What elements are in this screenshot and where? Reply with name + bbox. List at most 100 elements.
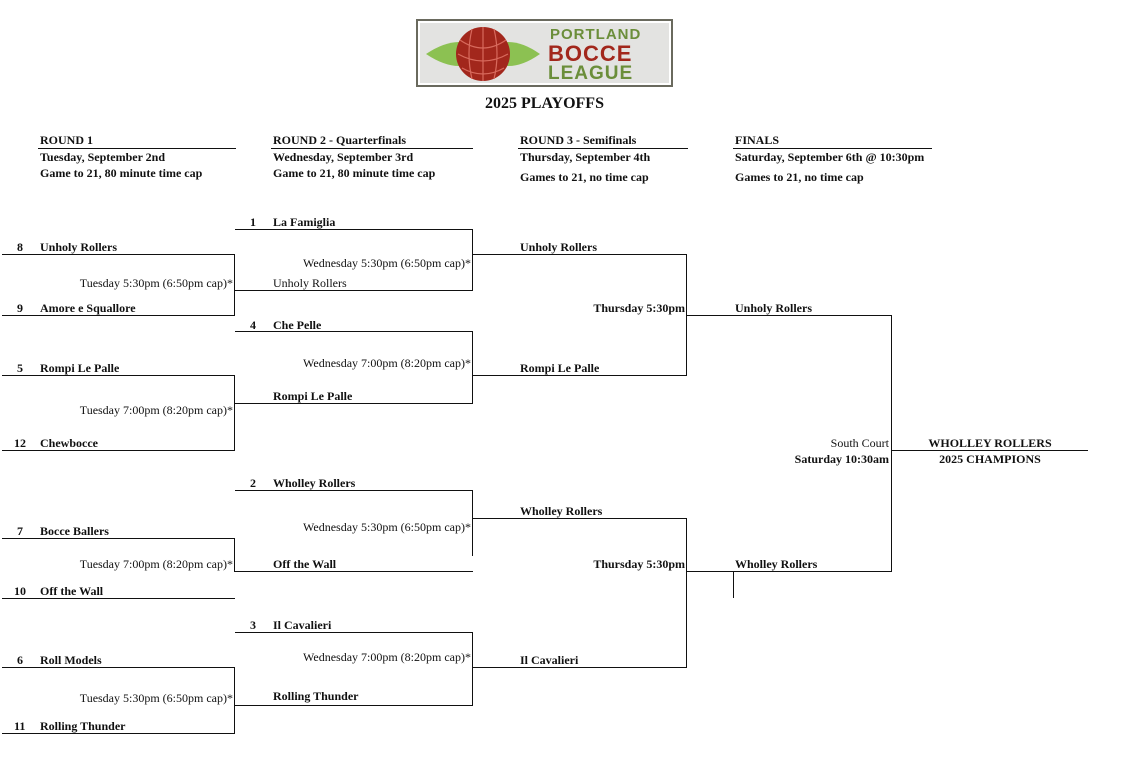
bracket-line [687,571,892,572]
seed-number: 9 [17,301,23,315]
bracket-line [235,229,473,230]
bracket-line [473,518,687,519]
champion-name: WHOLLEY ROLLERS [928,436,1052,450]
round2-name: ROUND 2 - Quarterfinals [273,133,406,147]
round3-underline [518,148,688,149]
game-time: Tuesday 7:00pm (8:20pm cap)* [79,557,233,571]
bracket-connector [234,254,235,315]
round1-date: Tuesday, September 2nd [40,150,166,164]
finals-date: Saturday, September 6th @ 10:30pm [735,150,925,164]
team-name: Unholy Rollers [520,240,598,254]
seed-number: 2 [250,476,256,490]
team-name: Roll Models [40,653,102,667]
team-name: Che Pelle [273,318,322,332]
seed-number: 7 [17,524,23,538]
page-title: 2025 PLAYOFFS [485,95,604,112]
round1-underline [38,148,236,149]
bracket-connector [472,229,473,290]
team-name: Chewbocce [40,436,98,450]
bracket-connector [733,571,734,598]
bracket-line [235,571,473,572]
round1-name: ROUND 1 [40,133,93,147]
finals-court: South Court [830,436,889,450]
bracket-line [235,403,473,404]
bracket-line [473,254,687,255]
team-name: Wholley Rollers [520,504,603,518]
round2-underline [271,148,473,149]
bracket-line [2,254,235,255]
game-time: Tuesday 5:30pm (6:50pm cap)* [79,276,233,290]
finals-rule: Games to 21, no time cap [735,170,864,184]
team-name: Bocce Ballers [40,524,109,538]
team-name: Unholy Rollers [40,240,118,254]
logo-word-league: LEAGUE [548,63,634,84]
bracket-line [2,733,235,734]
bracket-line [687,315,892,316]
team-name: Rompi Le Palle [40,361,120,375]
bracket-line [473,667,687,668]
champion-label: 2025 CHAMPIONS [939,452,1041,466]
bracket-line [2,598,235,599]
game-time: Wednesday 5:30pm (6:50pm cap)* [303,256,471,270]
team-name: Amore e Squallore [40,301,136,315]
logo-word-bocce: BOCCE [548,41,633,66]
seed-number: 4 [250,318,256,332]
round2-rule: Game to 21, 80 minute time cap [273,166,436,180]
bracket-line [235,632,473,633]
seed-number: 5 [17,361,23,375]
game-time: Thursday 5:30pm [593,557,685,571]
bracket-connector [891,315,892,571]
bracket-line [2,315,235,316]
bracket-line [2,375,235,376]
bracket-line [473,375,687,376]
logo-word-portland: PORTLAND [550,26,642,43]
champion-line [892,450,1088,451]
team-name: Wholley Rollers [273,476,356,490]
seed-number: 12 [14,436,26,450]
team-name: Il Cavalieri [273,618,332,632]
round1-rule: Game to 21, 80 minute time cap [40,166,203,180]
round2-date: Wednesday, September 3rd [273,150,414,164]
team-name: La Famiglia [273,215,336,229]
bracket-connector [686,518,687,667]
seed-number: 6 [17,653,23,667]
team-name: Rompi Le Palle [520,361,600,375]
finals-name: FINALS [735,133,780,147]
finals-time: Saturday 10:30am [794,452,889,466]
seed-number: 3 [250,618,256,632]
game-time: Tuesday 7:00pm (8:20pm cap)* [79,403,233,417]
bracket-line [235,290,473,291]
seed-number: 11 [14,719,26,733]
bracket-line [235,331,473,332]
finals-underline [733,148,932,149]
team-name: Unholy Rollers [273,276,347,290]
game-time: Tuesday 5:30pm (6:50pm cap)* [79,691,233,705]
bracket-connector [472,632,473,705]
bracket-line [2,538,235,539]
portland-bocce-league-logo: PORTLAND BOCCE LEAGUE [416,19,673,87]
bracket-connector [234,538,235,572]
team-name: Rolling Thunder [40,719,126,733]
team-name: Rompi Le Palle [273,389,353,403]
team-name: Unholy Rollers [735,301,813,315]
game-time: Wednesday 7:00pm (8:20pm cap)* [303,650,471,664]
bracket-line [235,705,473,706]
seed-number: 1 [250,215,256,229]
bracket-connector [686,254,687,375]
team-name: Off the Wall [40,584,104,598]
bracket-connector [472,490,473,556]
bracket-line [235,490,473,491]
round3-rule: Games to 21, no time cap [520,170,649,184]
seed-number: 8 [17,240,23,254]
team-name: Wholley Rollers [735,557,818,571]
game-time: Wednesday 5:30pm (6:50pm cap)* [303,520,471,534]
bocce-ball-logo-icon [426,27,540,81]
game-time: Thursday 5:30pm [593,301,685,315]
bracket-connector [234,667,235,733]
round3-name: ROUND 3 - Semifinals [520,133,637,147]
bracket-connector [234,375,235,450]
bracket-connector [472,331,473,403]
team-name: Off the Wall [273,557,337,571]
bracket-line [2,667,235,668]
bracket-line [2,450,235,451]
